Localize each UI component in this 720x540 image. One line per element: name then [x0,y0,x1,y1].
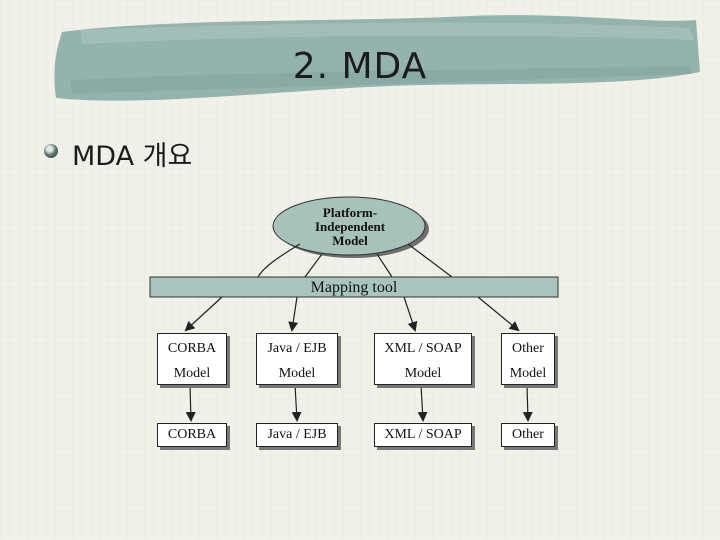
section-subtitle: MDA 개요 [72,141,193,172]
pim-ellipse [272,196,426,256]
mapping-tool-label: Mapping tool [310,279,398,296]
model-line1: Other [512,341,544,356]
connector-pim-corba [186,243,301,330]
pim-label-line: Independent [314,219,386,234]
platform-label: XML / SOAP [384,427,462,442]
platform-label: Java / EJB [267,427,327,442]
model-box-corba: CORBA Model [157,333,227,385]
connector-pim-java [292,253,323,330]
platform-box-xml-soap: XML / SOAP [374,423,472,447]
arrow-java [291,384,302,422]
model-line2: Model [278,366,316,381]
model-line2: Model [173,366,211,381]
bullet-icon [44,144,58,158]
model-line1: XML / SOAP [384,341,462,356]
pim-label: Platform- Independent Model [290,206,410,248]
connector-pim-xml [376,253,415,330]
platform-box-corba: CORBA [157,423,227,447]
mapping-tool-bar [149,276,559,298]
model-box-java-ejb: Java / EJB Model [256,333,338,385]
model-box-other: Other Model [501,333,555,385]
platform-label: CORBA [167,427,217,442]
arrow-corba [185,384,196,422]
platform-label: Other [512,427,544,442]
platform-box-java-ejb: Java / EJB [256,423,338,447]
slide-title: 2. MDA [292,46,428,87]
arrow-xml [417,384,428,422]
connector-pim-other [407,243,518,330]
pim-label-line: Model [332,233,368,248]
model-line2: Model [404,366,442,381]
model-line2: Model [509,366,547,381]
pim-label-line: Platform- [322,205,378,220]
model-box-xml-soap: XML / SOAP Model [374,333,472,385]
model-line1: Java / EJB [267,341,327,356]
title-banner [54,15,700,101]
arrow-other [522,384,533,422]
platform-box-other: Other [501,423,555,447]
model-line1: CORBA [167,341,217,356]
